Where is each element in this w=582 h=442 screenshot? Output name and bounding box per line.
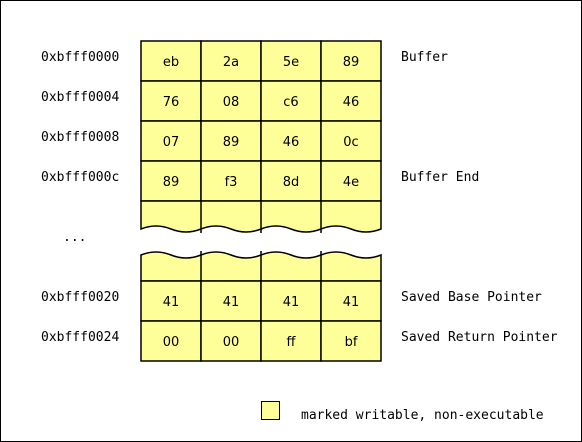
memory-cell [200,40,262,82]
memory-byte: 41 [283,295,300,310]
memory-address: 0xbfff0020 [41,290,120,305]
memory-byte: 08 [223,95,240,110]
memory-byte: 41 [343,295,360,310]
memory-address: 0xbfff0008 [41,130,120,145]
memory-byte: bf [345,335,358,350]
memory-address: 0xbfff0000 [41,50,120,65]
memory-byte: c6 [283,95,298,110]
memory-byte: 46 [343,95,360,110]
memory-byte: 76 [163,95,180,110]
memory-byte: 41 [163,295,180,310]
memory-byte: 0c [343,135,358,150]
memory-address: 0xbfff0004 [41,90,120,105]
memory-byte: 89 [223,135,240,150]
ellipsis: ... [63,230,87,245]
memory-byte: 41 [223,295,240,310]
memory-cell [320,160,382,202]
legend-swatch [261,401,280,420]
memory-cell [260,320,322,362]
memory-byte: 46 [283,135,300,150]
memory-byte: 4e [343,175,359,190]
memory-cell [320,80,382,122]
memory-cell [320,320,382,362]
memory-cell [200,120,262,162]
memory-byte: 5e [283,55,299,70]
memory-label: Buffer End [401,170,480,185]
memory-byte: 07 [163,135,180,150]
memory-byte: f3 [225,175,238,190]
memory-byte: 00 [223,335,240,350]
memory-byte: 2a [223,55,239,70]
memory-cell [200,320,262,362]
memory-byte: 89 [343,55,360,70]
memory-address: 0xbfff000c [41,170,120,185]
memory-byte: ff [287,335,297,350]
memory-byte: 00 [163,335,180,350]
memory-cell [200,160,262,202]
memory-cell [320,120,382,162]
memory-cell [140,40,202,82]
memory-address: 0xbfff0024 [41,330,120,345]
memory-cell [200,80,262,122]
memory-label: Buffer [401,50,448,65]
legend-label: marked writable, non-executable [301,408,544,423]
memory-cell [140,320,202,362]
memory-cell [320,40,382,82]
memory-byte: 89 [163,175,180,190]
memory-byte: 8d [283,175,300,190]
memory-label: Saved Base Pointer [401,290,542,305]
memory-byte: eb [163,55,179,70]
memory-label: Saved Return Pointer [401,330,558,345]
memory-cell [200,280,262,322]
